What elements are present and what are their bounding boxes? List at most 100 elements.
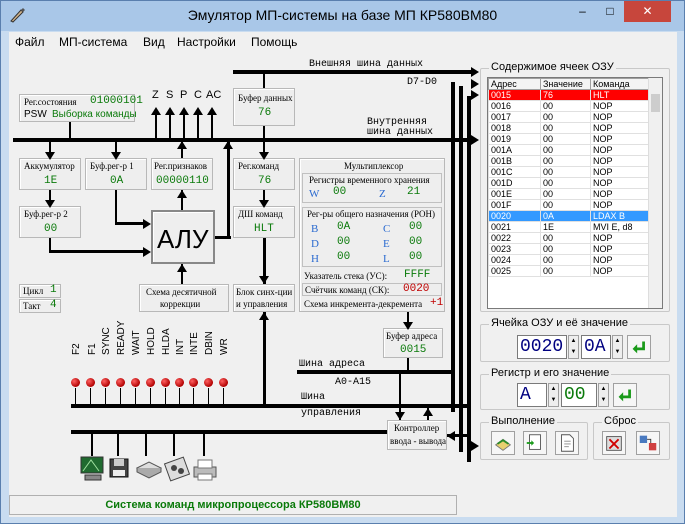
disk-drive-icon[interactable] bbox=[135, 458, 163, 480]
register-title: Регистр и его значение bbox=[489, 367, 612, 379]
sig-f1: F1 bbox=[87, 343, 98, 355]
printer2-icon[interactable] bbox=[191, 458, 219, 482]
ram-cell-value: 00 bbox=[540, 133, 591, 145]
reg-l-label: L bbox=[383, 253, 390, 265]
ram-cell-value: 00 bbox=[540, 199, 591, 211]
led-ready bbox=[116, 378, 125, 387]
ram-cell-addr: 0021 bbox=[488, 221, 541, 233]
menu-file[interactable]: Файл bbox=[15, 35, 45, 49]
tape-drive-icon[interactable] bbox=[163, 456, 191, 482]
title-bar[interactable]: Эмулятор МП-системы на базе МП КР580ВМ80… bbox=[1, 1, 684, 31]
register-apply-icon[interactable] bbox=[613, 383, 637, 407]
register-value-spinner[interactable]: ▲▼ bbox=[598, 383, 609, 407]
printer-icon[interactable] bbox=[107, 456, 133, 482]
alu-panel: АЛУ bbox=[151, 210, 215, 264]
sig-inte: INTE bbox=[189, 332, 200, 355]
close-button[interactable]: ✕ bbox=[624, 1, 671, 22]
ram-cell-addr-field[interactable]: 0020 bbox=[517, 335, 567, 359]
document-icon[interactable] bbox=[555, 431, 579, 455]
vbus-arrow-1 bbox=[471, 79, 479, 89]
step-icon[interactable] bbox=[523, 431, 547, 455]
run-icon[interactable] bbox=[491, 431, 515, 455]
menu-settings[interactable]: Настройки bbox=[177, 35, 236, 49]
reset-registers-icon[interactable] bbox=[636, 431, 660, 455]
maximize-button[interactable]: □ bbox=[606, 4, 614, 18]
ram-cell-addr: 001B bbox=[488, 155, 541, 167]
buf-reg2-value: 00 bbox=[44, 223, 58, 235]
register-value-field[interactable]: 00 bbox=[561, 383, 597, 407]
ram-cell-addr: 0022 bbox=[488, 232, 541, 244]
mux-title: Мультиплексор bbox=[344, 161, 404, 171]
ram-cell-value: 0A bbox=[540, 210, 591, 222]
buf-reg1-value: 0A bbox=[110, 175, 124, 187]
ram-cell-addr: 0024 bbox=[488, 254, 541, 266]
io-controller-line2: ввода - вывода bbox=[390, 436, 447, 446]
led-wr bbox=[219, 378, 228, 387]
ram-cell-value-spinner[interactable]: ▲▼ bbox=[612, 335, 623, 359]
led-inte bbox=[189, 378, 198, 387]
address-bus-label: Шина адреса bbox=[299, 359, 366, 370]
multiplexer-panel: Мультиплексор Регистры временного хранен… bbox=[299, 158, 445, 312]
ram-cell-addr-spinner[interactable]: ▲▼ bbox=[568, 335, 579, 359]
reg-h-value: 00 bbox=[337, 251, 351, 263]
ram-scroll-thumb[interactable] bbox=[651, 94, 660, 112]
ram-scrollbar[interactable] bbox=[648, 78, 662, 308]
pc-label: Счётчик команд (СК): bbox=[305, 285, 390, 295]
decimal-correction-line2: коррекции bbox=[160, 299, 201, 309]
ram-cell-value: 1E bbox=[540, 221, 591, 233]
menu-help[interactable]: Помощь bbox=[251, 35, 298, 49]
led-f2 bbox=[71, 378, 80, 387]
menu-view[interactable]: Вид bbox=[143, 35, 165, 49]
ram-cell-value: 00 bbox=[540, 232, 591, 244]
ram-cell-value: 00 bbox=[540, 265, 591, 277]
ram-title: Содержимое ячеек ОЗУ bbox=[489, 61, 616, 73]
monitor-icon[interactable] bbox=[79, 456, 107, 482]
reg-l-value: 00 bbox=[409, 251, 423, 263]
window-title: Эмулятор МП-системы на базе МП КР580ВМ80 bbox=[187, 7, 498, 23]
reg-d-value: 00 bbox=[337, 236, 351, 248]
accumulator-label: Аккумулятор bbox=[24, 161, 75, 171]
execution-group: Выполнение bbox=[480, 415, 588, 460]
menu-mp-system[interactable]: МП-система bbox=[59, 35, 128, 49]
vbus-1 bbox=[451, 82, 455, 412]
register-name-field[interactable]: A bbox=[517, 383, 547, 407]
ram-header-value[interactable]: Значение bbox=[540, 78, 591, 90]
flag-reg-value: 00000110 bbox=[156, 175, 209, 187]
register-name-spinner[interactable]: ▲▼ bbox=[548, 383, 559, 407]
data-buffer-label: Буфер данных bbox=[238, 93, 293, 103]
ram-header-addr[interactable]: Адрес bbox=[488, 78, 541, 90]
led-int bbox=[175, 378, 184, 387]
ram-cell-addr: 0019 bbox=[488, 133, 541, 145]
flag-reg-panel: Рег.признаков 00000110 bbox=[151, 158, 213, 190]
ram-cell-addr: 0025 bbox=[488, 265, 541, 277]
tact-label: Такт bbox=[23, 301, 41, 311]
reg-b-label: B bbox=[311, 223, 319, 235]
addr-buffer-label: Буфер адреса bbox=[386, 331, 438, 341]
minimize-button[interactable]: – bbox=[579, 4, 586, 18]
ram-cell-apply-icon[interactable] bbox=[627, 335, 651, 359]
ram-cell-value-field[interactable]: 0A bbox=[581, 335, 611, 359]
ram-cell-value: 00 bbox=[540, 243, 591, 255]
data-buffer-value: 76 bbox=[258, 107, 272, 119]
reset-title: Сброс bbox=[602, 415, 638, 427]
reset-memory-icon[interactable] bbox=[602, 431, 626, 455]
peripheral-bus bbox=[71, 430, 387, 434]
